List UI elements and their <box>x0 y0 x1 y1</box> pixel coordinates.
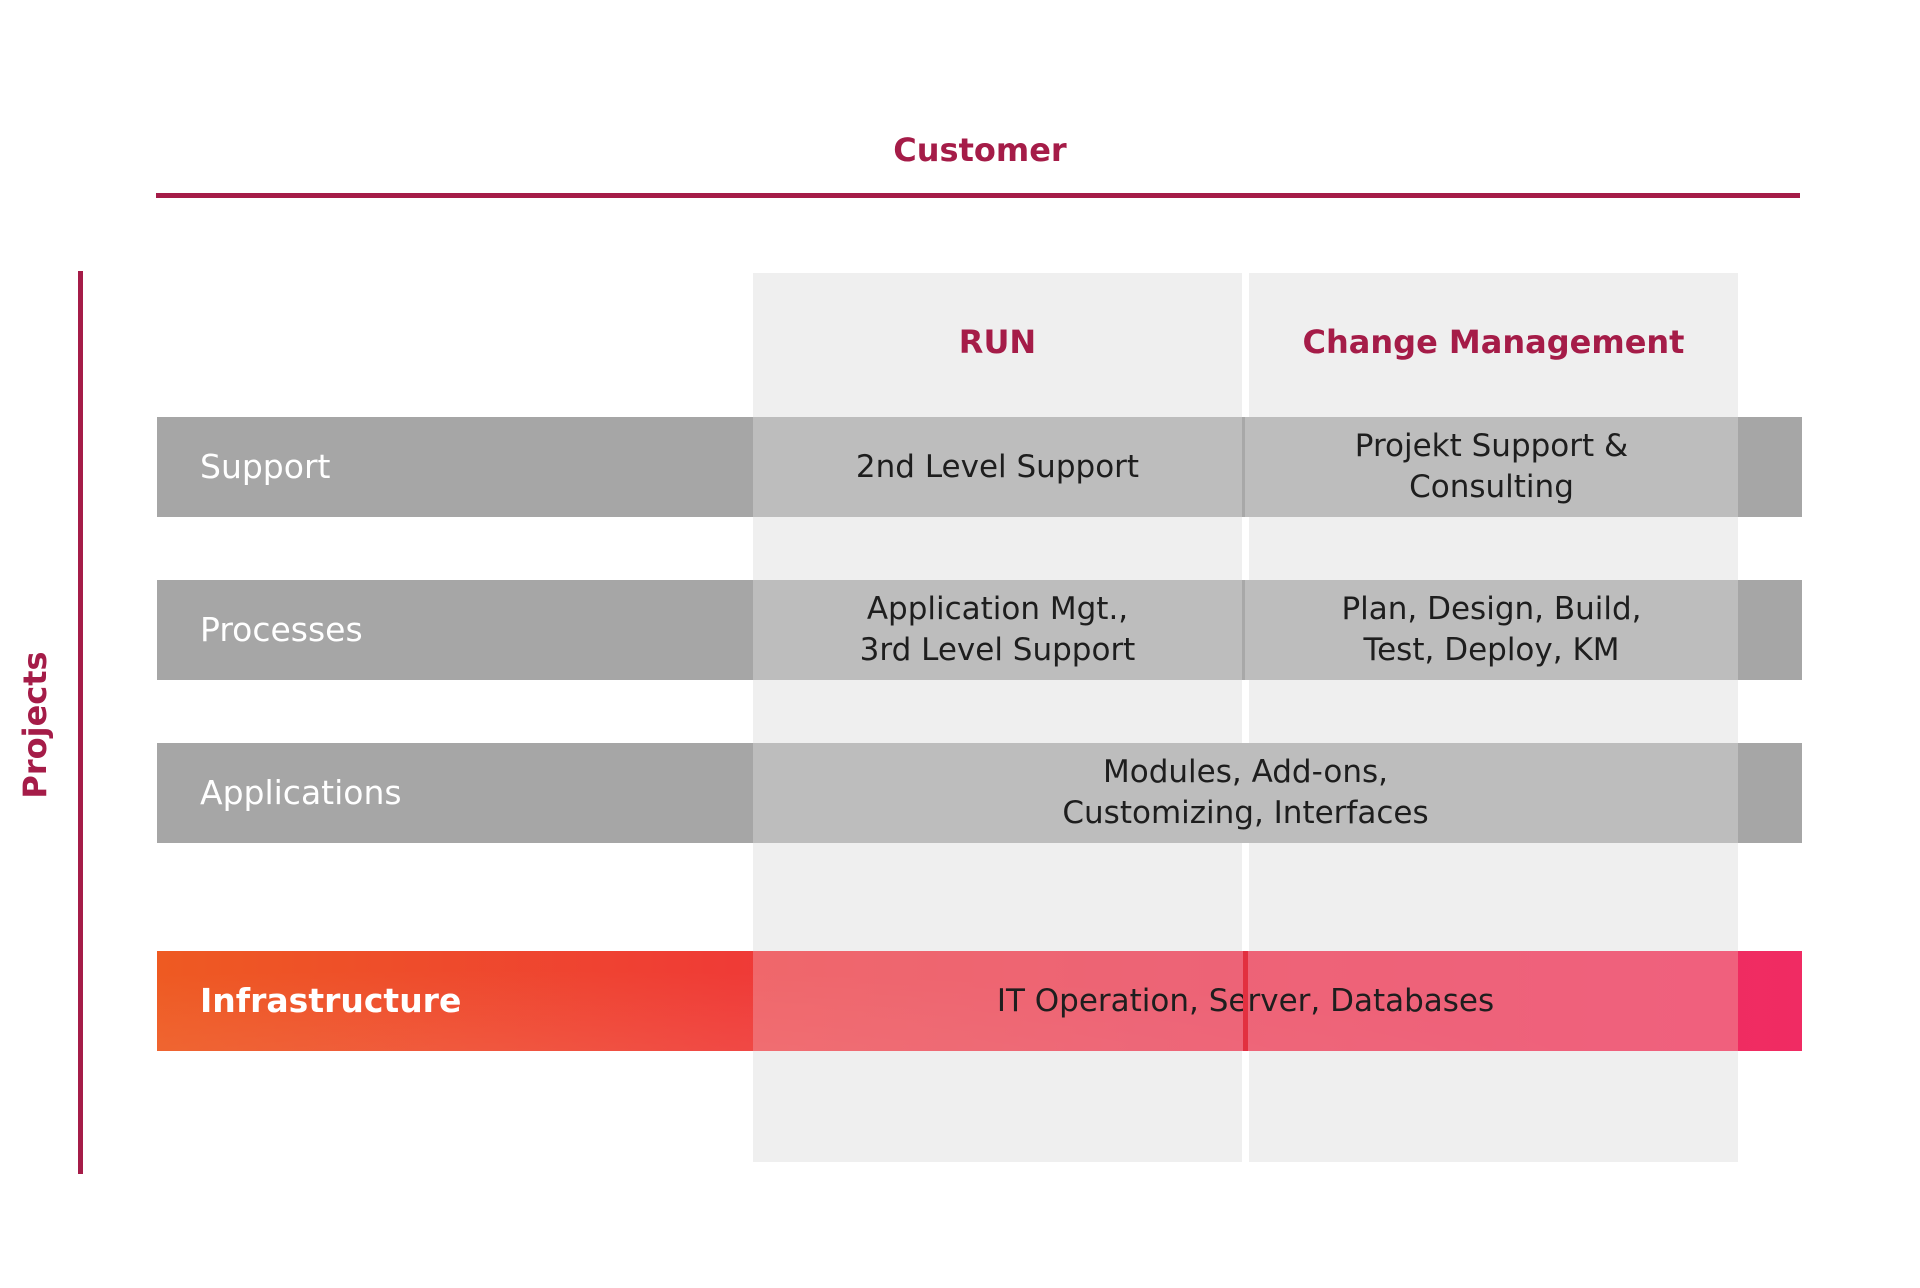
cell-processes-change: Plan, Design, Build, Test, Deploy, KM <box>1245 580 1738 680</box>
projects-axis-label: Projects <box>16 651 54 799</box>
customer-axis-label: Customer <box>893 131 1067 169</box>
row-label-infrastructure: Infrastructure <box>200 981 462 1020</box>
cell-support-change-text: Projekt Support & Consulting <box>1354 428 1629 505</box>
row-label-applications: Applications <box>200 773 402 812</box>
row-label-support: Support <box>200 447 331 486</box>
customer-axis-line <box>156 193 1800 198</box>
column-header-change-management: Change Management <box>1302 323 1685 361</box>
column-header-run: RUN <box>958 323 1037 361</box>
cell-support-run-text: 2nd Level Support <box>855 448 1140 485</box>
projects-axis-line <box>78 271 83 1174</box>
cell-processes-change-text: Plan, Design, Build, Test, Deploy, KM <box>1341 591 1642 668</box>
cell-processes-run-text: Application Mgt., 3rd Level Support <box>859 591 1136 668</box>
cell-applications-span: Modules, Add-ons, Customizing, Interface… <box>753 743 1738 843</box>
cell-support-change: Projekt Support & Consulting <box>1245 417 1738 517</box>
row-label-processes: Processes <box>200 610 363 649</box>
cell-applications-span-text: Modules, Add-ons, Customizing, Interface… <box>1062 754 1429 831</box>
column-separator-infrastructure <box>1243 951 1248 1051</box>
cell-infrastructure-span-text: IT Operation, Server, Databases <box>996 982 1495 1019</box>
cell-support-run: 2nd Level Support <box>753 417 1242 517</box>
cell-processes-run: Application Mgt., 3rd Level Support <box>753 580 1242 680</box>
